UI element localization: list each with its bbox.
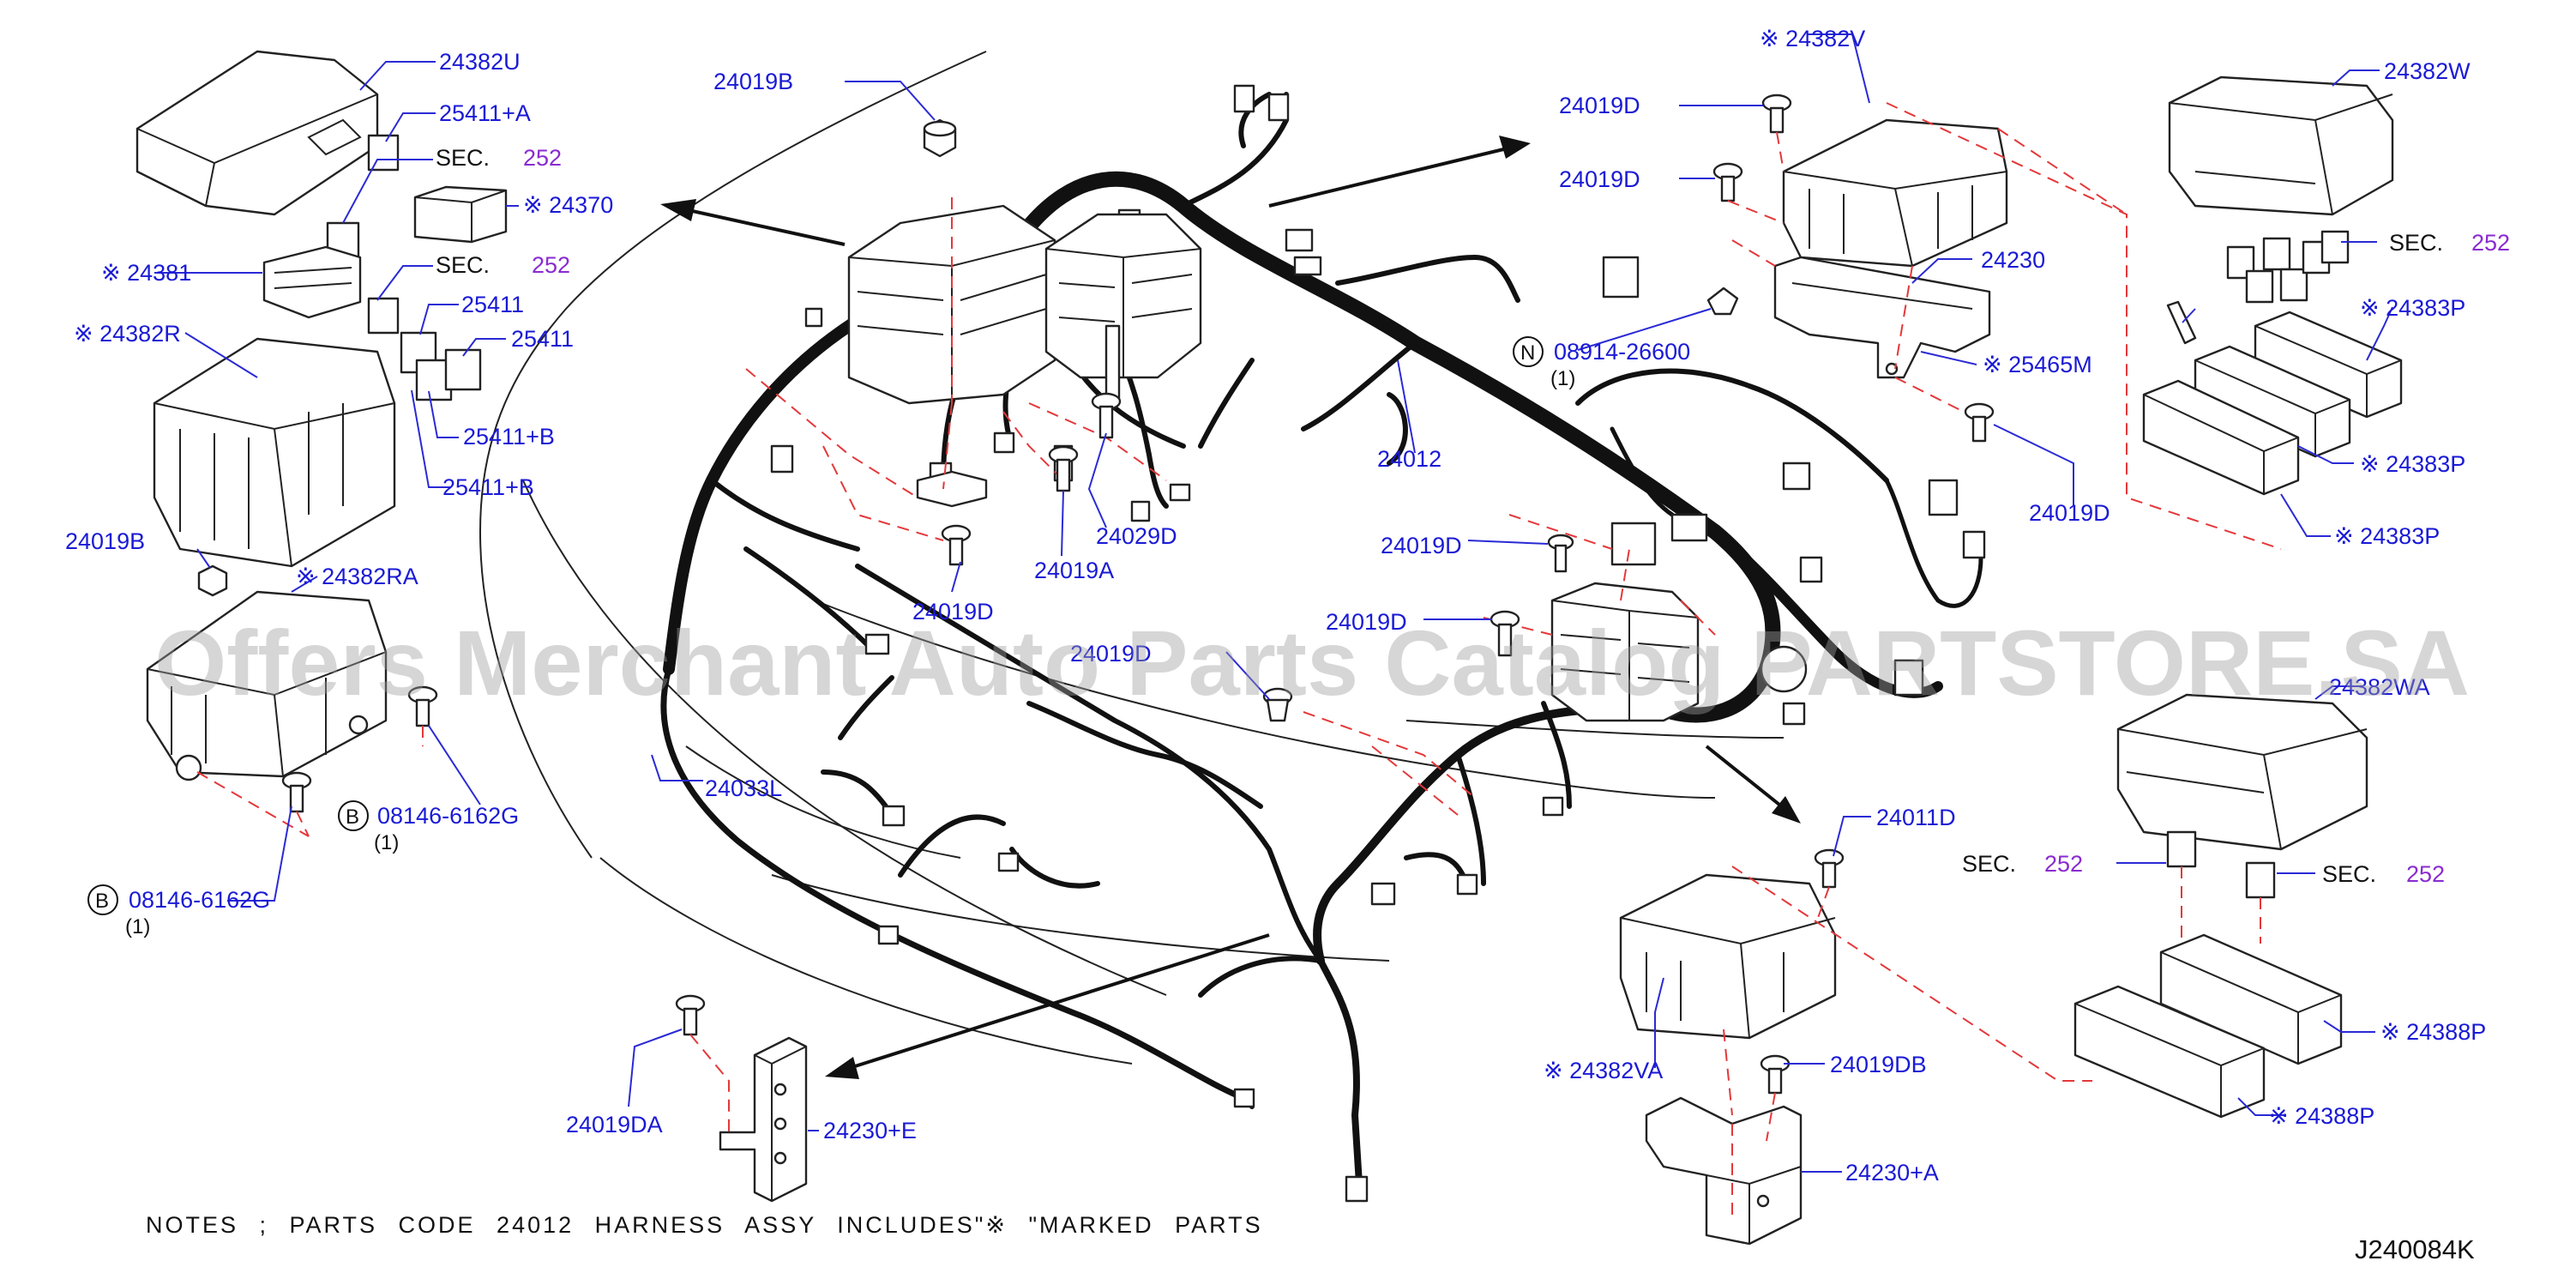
label-25411B-2: 25411+B [442, 474, 534, 500]
central-relay-box [847, 204, 1202, 508]
label-24019DA: 24019DA [566, 1112, 663, 1137]
vehicle-body-outline [478, 51, 1785, 1065]
tray-24382V [1712, 94, 2008, 268]
label-24019B-top: 24019B [713, 69, 793, 94]
label-24382U: 24382U [439, 49, 521, 75]
label-25411-2: 25411 [511, 326, 574, 352]
bracket-24230 [1706, 256, 1995, 443]
label-24011D: 24011D [1876, 805, 1956, 830]
label-25411B-1: 25411+B [463, 424, 555, 449]
label-24382VA: ※ 24382VA [1544, 1058, 1663, 1083]
circle-n: N [1513, 336, 1544, 367]
clip-24019D-mid [1262, 687, 1293, 722]
bracket-24230E [675, 994, 808, 1203]
label-sec-a: SEC. [436, 145, 490, 171]
fuse-blocks-24388P [2073, 866, 2343, 1119]
label-24381: ※ 24381 [101, 260, 191, 286]
label-08914: 08914-26600 [1554, 339, 1690, 365]
label-24230A: 24230+A [1845, 1160, 1939, 1186]
box-24382W [2166, 75, 2394, 345]
label-08146-lower-qty: (1) [125, 915, 150, 938]
label-24382RA: ※ 24382RA [296, 564, 418, 589]
relay-block-center-right [1550, 582, 1808, 722]
label-24012: 24012 [1377, 446, 1441, 472]
bolt-24019A [1048, 445, 1079, 492]
guide-dashes-right-top [1727, 102, 2282, 550]
bolt-24019D-a [941, 524, 972, 566]
box-24382WA [2116, 693, 2368, 899]
label-24019D-a: 24019D [912, 599, 994, 624]
label-24029D: 24029D [1096, 523, 1177, 549]
left-fuse-box-assembly [135, 50, 508, 837]
label-24382V: ※ 24382V [1760, 26, 1865, 51]
svg-text:N: N [1520, 341, 1535, 365]
tray-24382VA [1619, 848, 1845, 1040]
circle-b-upper: B [338, 800, 369, 831]
label-08146-lower: 08146-6162G [129, 887, 270, 913]
label-25465M: ※ 25465M [1983, 352, 2092, 377]
label-sec-d-num: 252 [2044, 851, 2083, 877]
label-24388P-2: ※ 24388P [2269, 1103, 2374, 1129]
label-24019D-r1: 24019D [1559, 93, 1640, 118]
callout-labels: 24382U 25411+A SEC. 252 ※ 24370 ※ 24381 … [65, 26, 2510, 1186]
leader-lines [154, 33, 2393, 1173]
label-sec-b: SEC. [436, 252, 490, 278]
label-sec-e: SEC. [2322, 861, 2376, 887]
svg-text:B: B [95, 890, 109, 913]
label-24019D-mid: 24019D [1070, 641, 1152, 667]
label-08146-upper: 08146-6162G [377, 803, 519, 829]
label-24370: ※ 24370 [523, 192, 613, 218]
watermark-text: Offers Merchant Auto Parts Catalog PARTS… [154, 611, 2470, 715]
label-24383P-2: ※ 24383P [2360, 451, 2465, 477]
label-sec-d: SEC. [1962, 851, 2016, 877]
label-24019D-c: 24019D [1381, 533, 1462, 558]
label-24033L: 24033L [705, 775, 782, 801]
label-24382WA: 24382WA [2329, 674, 2430, 700]
label-24019A: 24019A [1034, 558, 1114, 583]
svg-text:B: B [346, 805, 359, 829]
label-24382R: ※ 24382R [74, 321, 181, 347]
bolt-24019D-c [1547, 534, 1574, 573]
guide-dashes-right-bottom [1723, 866, 2092, 1218]
label-25411A: 25411+A [439, 100, 531, 126]
label-24230E: 24230+E [823, 1118, 917, 1143]
notes-text: NOTES ; PARTS CODE 24012 HARNESS ASSY IN… [146, 1212, 1263, 1238]
fuse-blocks-24383P [2142, 311, 2403, 496]
label-08146-upper-qty: (1) [374, 831, 399, 854]
label-24019D-d: 24019D [1326, 609, 1407, 635]
label-24019B-left: 24019B [65, 528, 145, 554]
bracket-24230A [1645, 1054, 1803, 1246]
label-24388P-1: ※ 24388P [2380, 1019, 2486, 1045]
label-24382W: 24382W [2384, 58, 2471, 84]
label-sec-c: SEC. [2389, 230, 2443, 256]
label-24019D-r3: 24019D [2029, 500, 2110, 526]
label-sec-a-num: 252 [523, 145, 562, 171]
label-25411-1: 25411 [461, 292, 524, 317]
label-08914-qty: (1) [1550, 367, 1575, 390]
label-24019D-r2: 24019D [1559, 166, 1640, 192]
label-24019DB: 24019DB [1830, 1052, 1927, 1077]
label-sec-c-num: 252 [2471, 230, 2510, 256]
circle-b-lower: B [87, 884, 118, 915]
label-24383P-3: ※ 24383P [2334, 523, 2440, 549]
center-fasteners [923, 118, 1574, 722]
diagram-code: J240084K [2355, 1234, 2475, 1264]
label-sec-e-num: 252 [2406, 861, 2445, 887]
bolt-24029D [1091, 392, 1122, 439]
label-24230: 24230 [1981, 247, 2045, 273]
bolt-24019D-d [1490, 610, 1520, 657]
label-sec-b-num: 252 [532, 252, 570, 278]
label-24383P-1: ※ 24383P [2360, 295, 2465, 321]
